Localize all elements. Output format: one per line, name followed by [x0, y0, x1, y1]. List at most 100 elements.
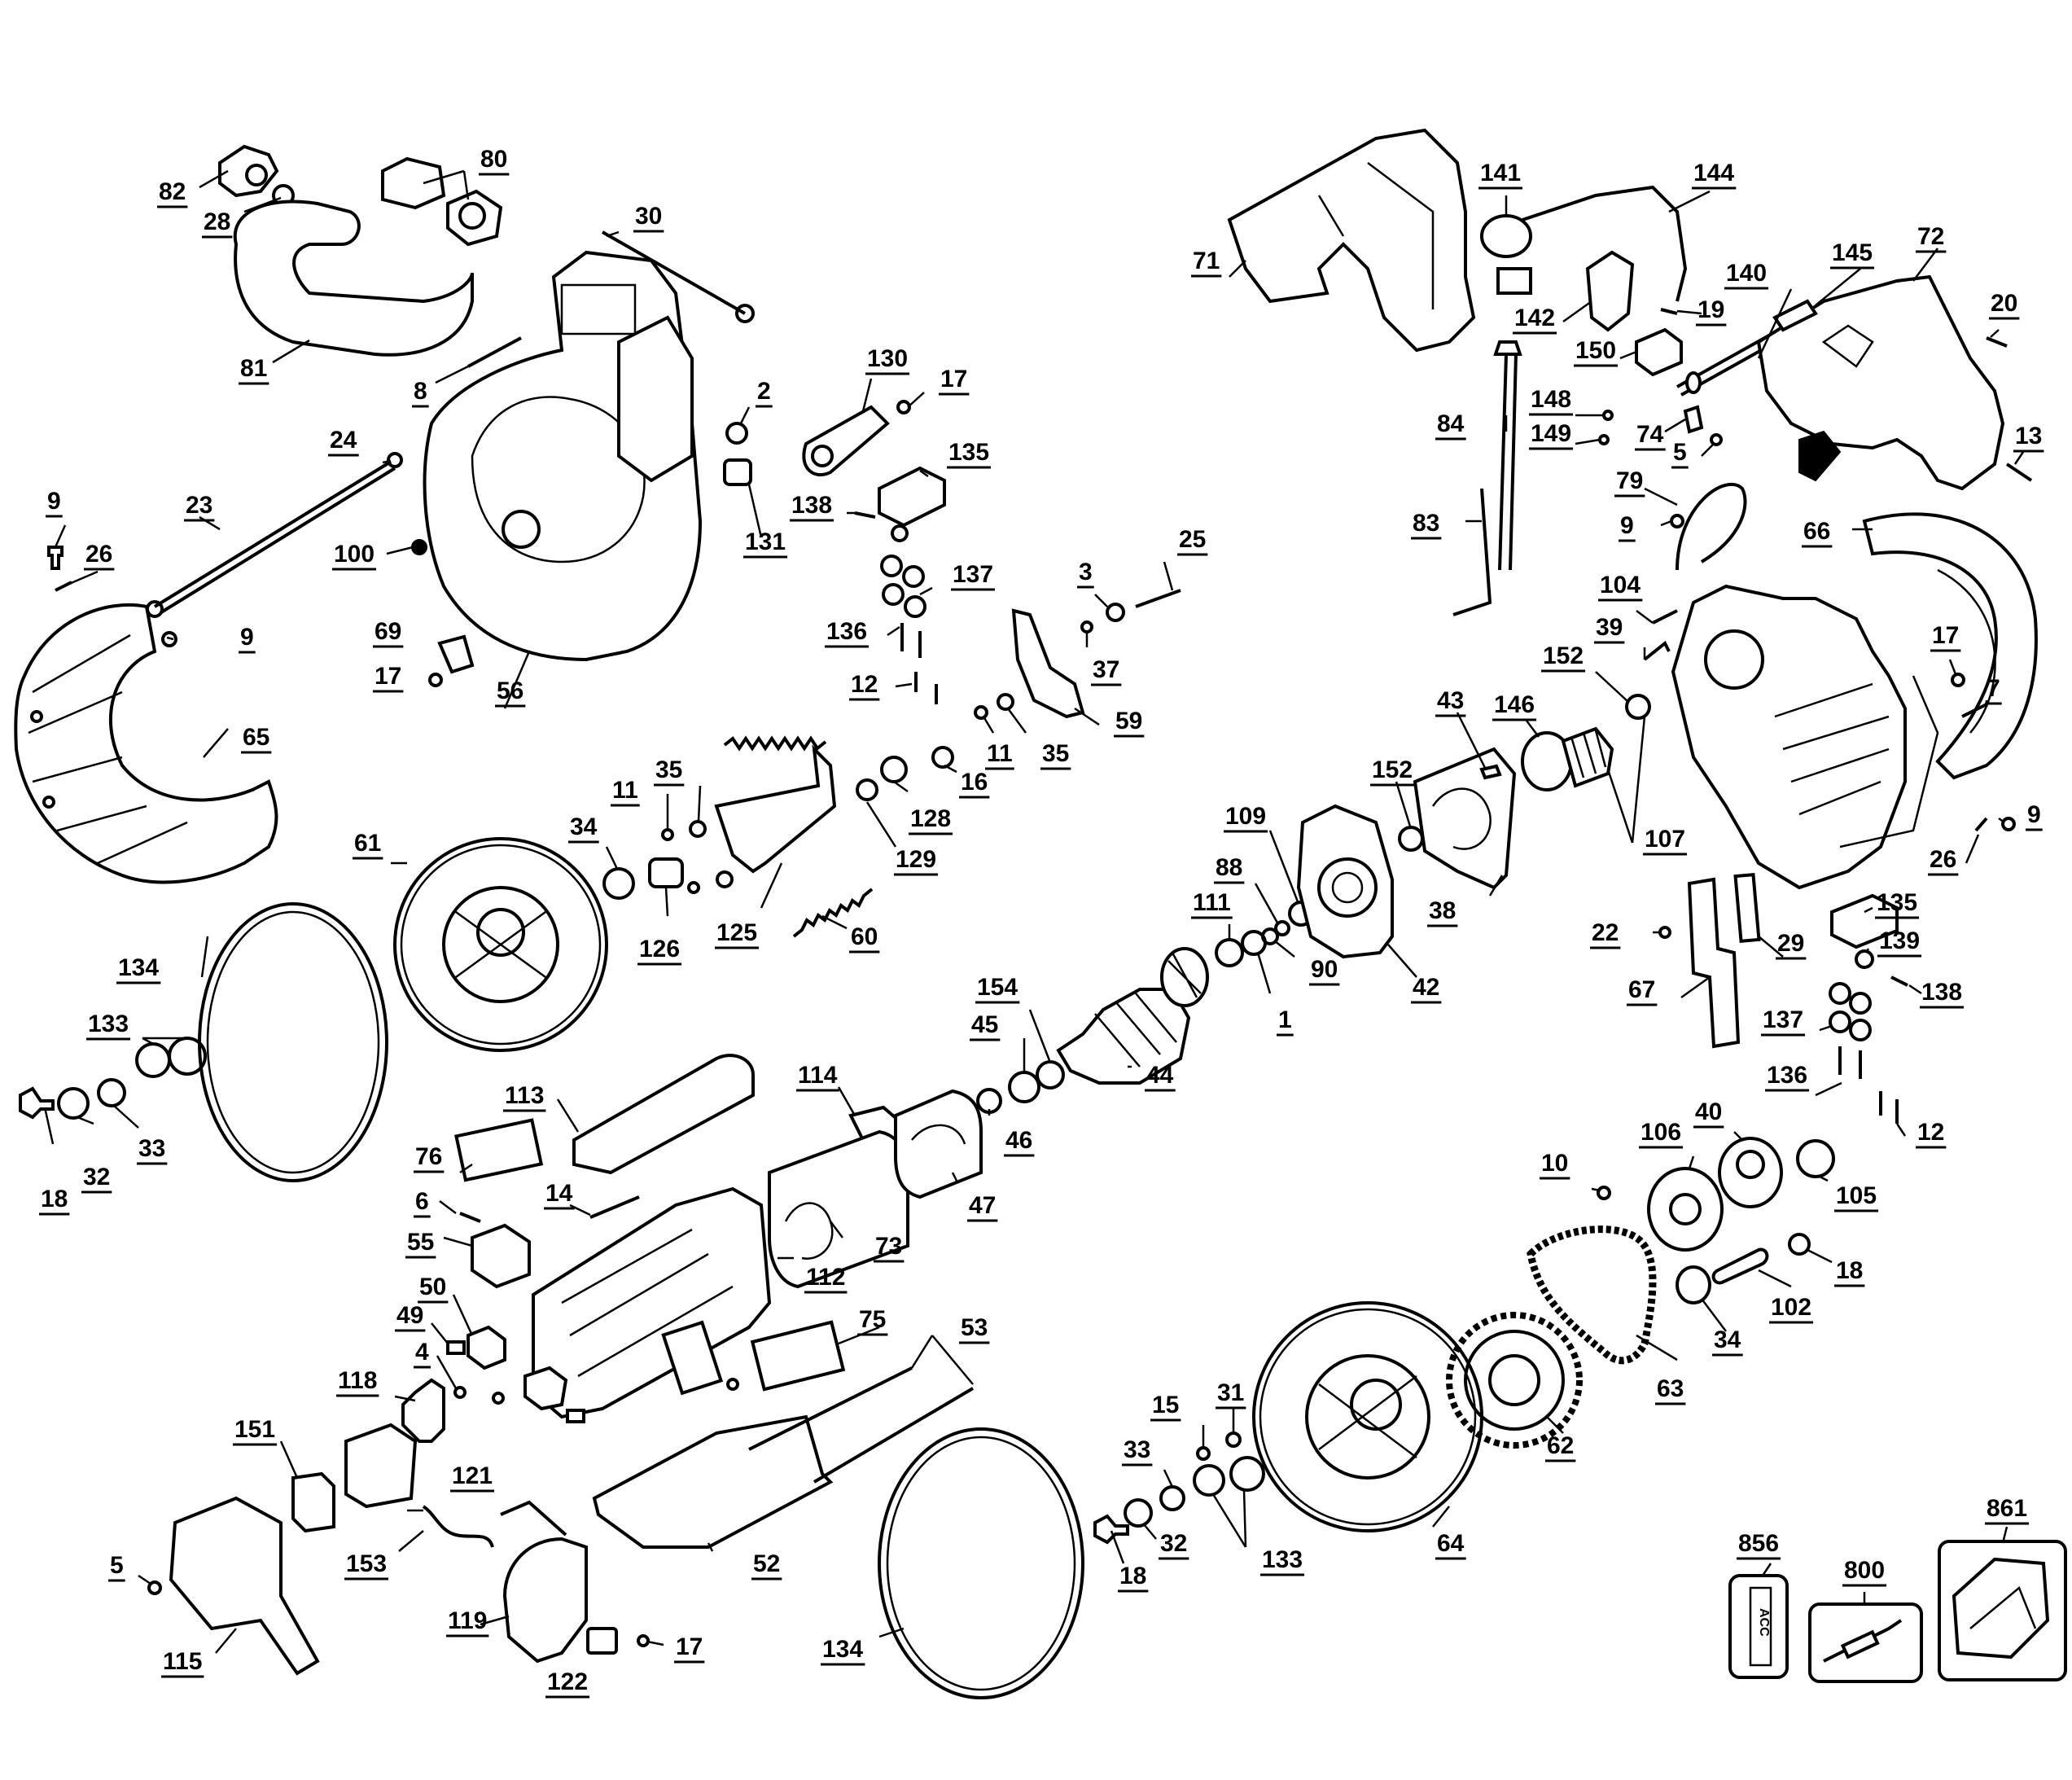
label-32a: 32	[83, 1164, 110, 1190]
label-34a: 34	[570, 813, 598, 840]
part-111-washer	[1215, 938, 1244, 967]
label-5a: 5	[110, 1552, 124, 1579]
label-133a: 133	[88, 1011, 129, 1037]
part-16-nut	[931, 746, 954, 769]
part-113-cover	[572, 1054, 755, 1175]
part-146-gear	[1521, 726, 1614, 791]
part-105-washer	[1796, 1139, 1835, 1178]
part-35-nut-b	[689, 820, 707, 838]
part-11-screw-b	[661, 828, 674, 841]
label-141: 141	[1480, 160, 1521, 186]
label-40: 40	[1695, 1098, 1722, 1125]
label-100: 100	[334, 541, 375, 568]
label-106: 106	[1641, 1119, 1681, 1146]
label-11a: 11	[987, 740, 1013, 767]
part-39-pin	[1643, 640, 1671, 661]
label-139: 139	[1879, 927, 1920, 954]
label-150: 150	[1575, 337, 1616, 364]
label-9d: 9	[1620, 512, 1634, 539]
part-861-case	[1938, 1540, 2067, 1681]
label-142: 142	[1514, 305, 1555, 331]
label-82: 82	[159, 178, 186, 205]
part-72-handle	[1756, 274, 2005, 491]
label-28: 28	[204, 208, 230, 235]
part-35-nut	[997, 693, 1014, 711]
part-31-nut	[1225, 1431, 1242, 1448]
part-22-screw	[1658, 926, 1671, 939]
label-3: 3	[1079, 559, 1093, 585]
label-148: 148	[1531, 386, 1571, 413]
part-9-screw	[47, 546, 64, 570]
part-23-rod	[146, 460, 396, 618]
label-50: 50	[419, 1274, 446, 1300]
label-66: 66	[1803, 518, 1830, 545]
part-75-label	[750, 1320, 846, 1392]
label-61: 61	[354, 830, 381, 857]
label-109: 109	[1225, 803, 1266, 830]
part-144-wiring	[1522, 185, 1688, 302]
label-15: 15	[1152, 1392, 1179, 1418]
label-140: 140	[1726, 260, 1767, 287]
label-34b: 34	[1714, 1326, 1741, 1353]
label-136b: 136	[1767, 1062, 1807, 1089]
part-13-screw	[2005, 463, 2033, 482]
label-64: 64	[1437, 1530, 1465, 1557]
part-136-bolts-b	[1838, 1046, 1862, 1079]
label-14: 14	[545, 1180, 573, 1207]
part-9-screw-b	[161, 631, 177, 647]
part-115-bracket	[169, 1496, 320, 1676]
label-144: 144	[1693, 160, 1734, 186]
label-135a: 135	[948, 439, 989, 466]
part-42-gear-case	[1296, 804, 1394, 959]
part-137-washers	[880, 555, 926, 618]
part-133-bushings-b	[1193, 1456, 1265, 1497]
part-139-washer	[1855, 949, 1874, 969]
label-53: 53	[961, 1314, 988, 1341]
label-102: 102	[1771, 1294, 1811, 1321]
part-138-pin	[854, 511, 876, 519]
label-9b: 9	[240, 624, 254, 651]
part-82-knob	[218, 144, 279, 198]
part-6-screw	[459, 1212, 481, 1223]
label-138b: 138	[1921, 979, 1962, 1006]
part-46-bearing	[976, 1088, 1002, 1114]
part-10-screw	[1597, 1186, 1611, 1200]
label-111: 111	[1193, 889, 1231, 916]
part-134-tire-b	[878, 1427, 1084, 1699]
label-134a: 134	[118, 954, 159, 981]
label-122: 122	[547, 1668, 588, 1695]
part-main-gearbox-housing	[1671, 584, 1939, 890]
part-15-screw	[1196, 1446, 1211, 1461]
part-53-rails	[748, 1366, 975, 1484]
label-76: 76	[415, 1143, 442, 1170]
label-119: 119	[448, 1607, 487, 1634]
part-19-screw	[1660, 308, 1678, 315]
label-22: 22	[1592, 919, 1619, 946]
part-62-sprocket	[1446, 1312, 1583, 1449]
part-121-cord	[422, 1505, 494, 1548]
label-62: 62	[1547, 1432, 1574, 1459]
part-59-plate	[1011, 608, 1085, 719]
part-29-bar	[1733, 873, 1761, 943]
part-52-base	[592, 1414, 834, 1549]
label-151: 151	[234, 1416, 275, 1443]
part-50-brush	[467, 1325, 506, 1370]
part-65-lower-guard	[14, 603, 278, 884]
label-149: 149	[1531, 420, 1571, 447]
label-31: 31	[1217, 1379, 1244, 1406]
label-26b: 26	[1930, 846, 1956, 873]
part-8-pin	[467, 336, 522, 368]
label-69: 69	[375, 618, 401, 645]
label-37: 37	[1093, 656, 1119, 683]
label-19: 19	[1697, 296, 1724, 323]
part-148-screw	[1602, 410, 1614, 421]
label-43: 43	[1437, 687, 1464, 714]
label-138a: 138	[791, 492, 832, 519]
part-screw-f	[492, 1392, 505, 1405]
label-65: 65	[243, 724, 269, 751]
part-30-rod	[602, 230, 755, 323]
part-screw-e	[687, 881, 700, 894]
label-17a: 17	[375, 663, 401, 690]
label-154: 154	[977, 974, 1018, 1001]
part-labels: 82 28 80 30 81 8 24 23 9 26 9 100 69 17 …	[39, 146, 2044, 1699]
